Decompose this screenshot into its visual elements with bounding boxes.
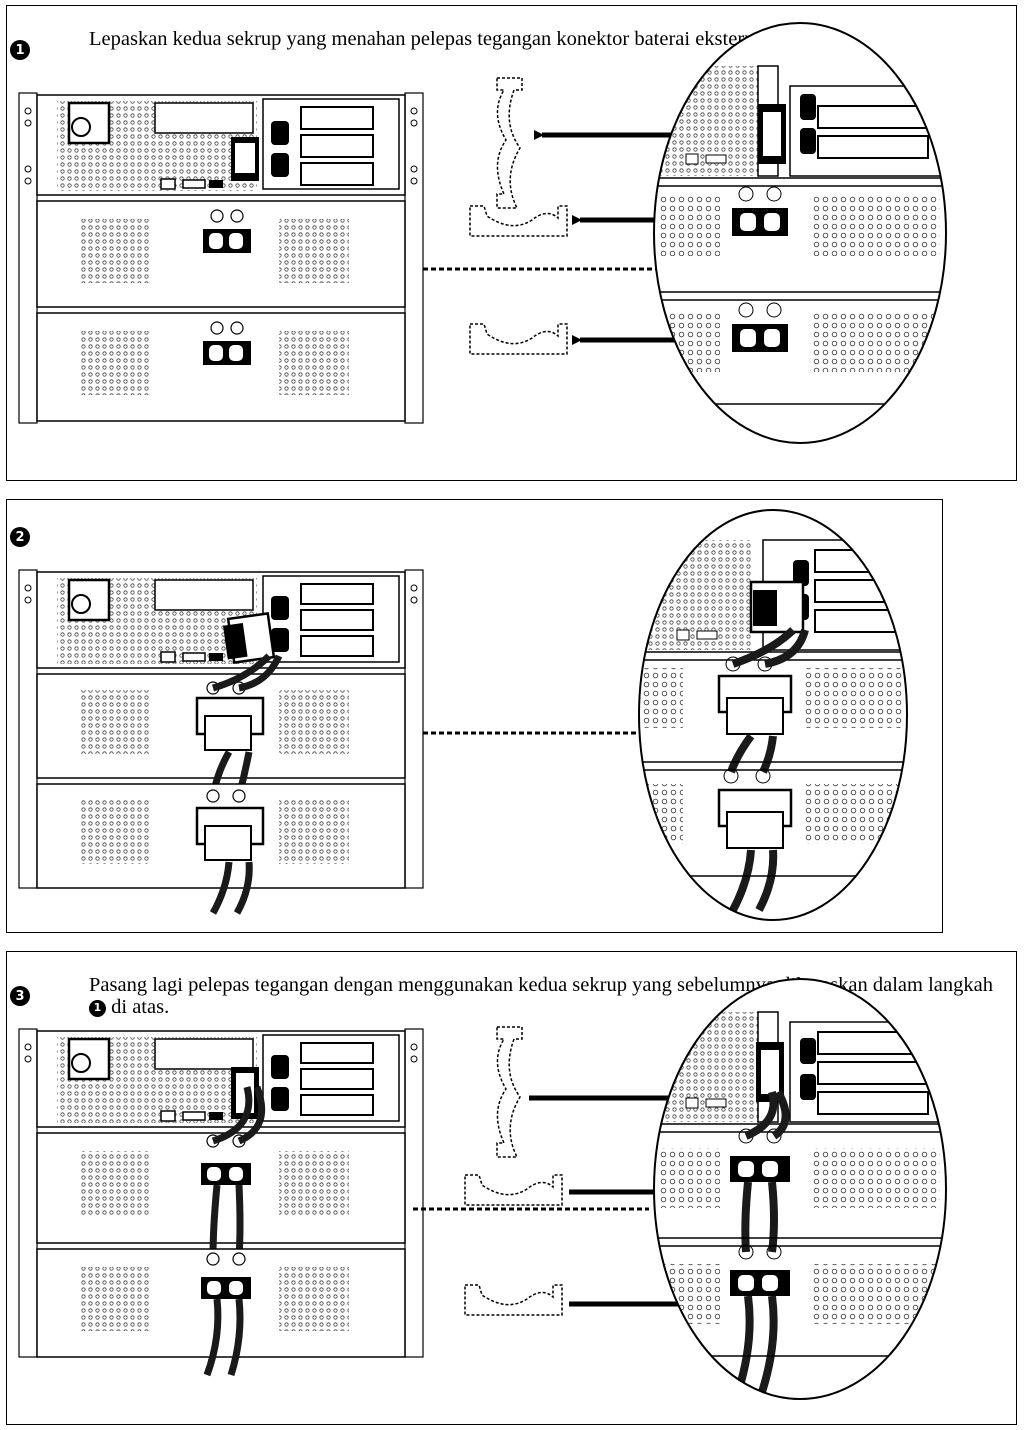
ups-rack-diagram: [18, 1028, 424, 1377]
zoom-detail-circle: [653, 978, 947, 1400]
step-3-panel: 3 Pasang lagi pelepas tegangan dengan me…: [6, 951, 1017, 1425]
ups-rack-diagram: [18, 569, 424, 915]
leader-line: [423, 267, 663, 271]
ups-rack-diagram: [18, 92, 424, 424]
step-number-badge: 3: [10, 986, 30, 1006]
leader-line: [423, 731, 639, 735]
step-instruction: Lepaskan kedua sekrup yang menahan pelep…: [89, 28, 775, 50]
step-number-badge: 1: [10, 40, 30, 60]
step-number-badge: 2: [10, 527, 30, 547]
step-1-panel: 1 Lepaskan kedua sekrup yang menahan pel…: [6, 5, 1017, 481]
step-reference-badge: 1: [89, 999, 106, 1017]
zoom-detail-circle: [653, 22, 947, 444]
zoom-detail-circle: [638, 509, 908, 921]
leader-line: [413, 1207, 649, 1211]
step-2-panel: 2: [6, 499, 943, 933]
instruction-text-end: di atas.: [111, 996, 170, 1018]
